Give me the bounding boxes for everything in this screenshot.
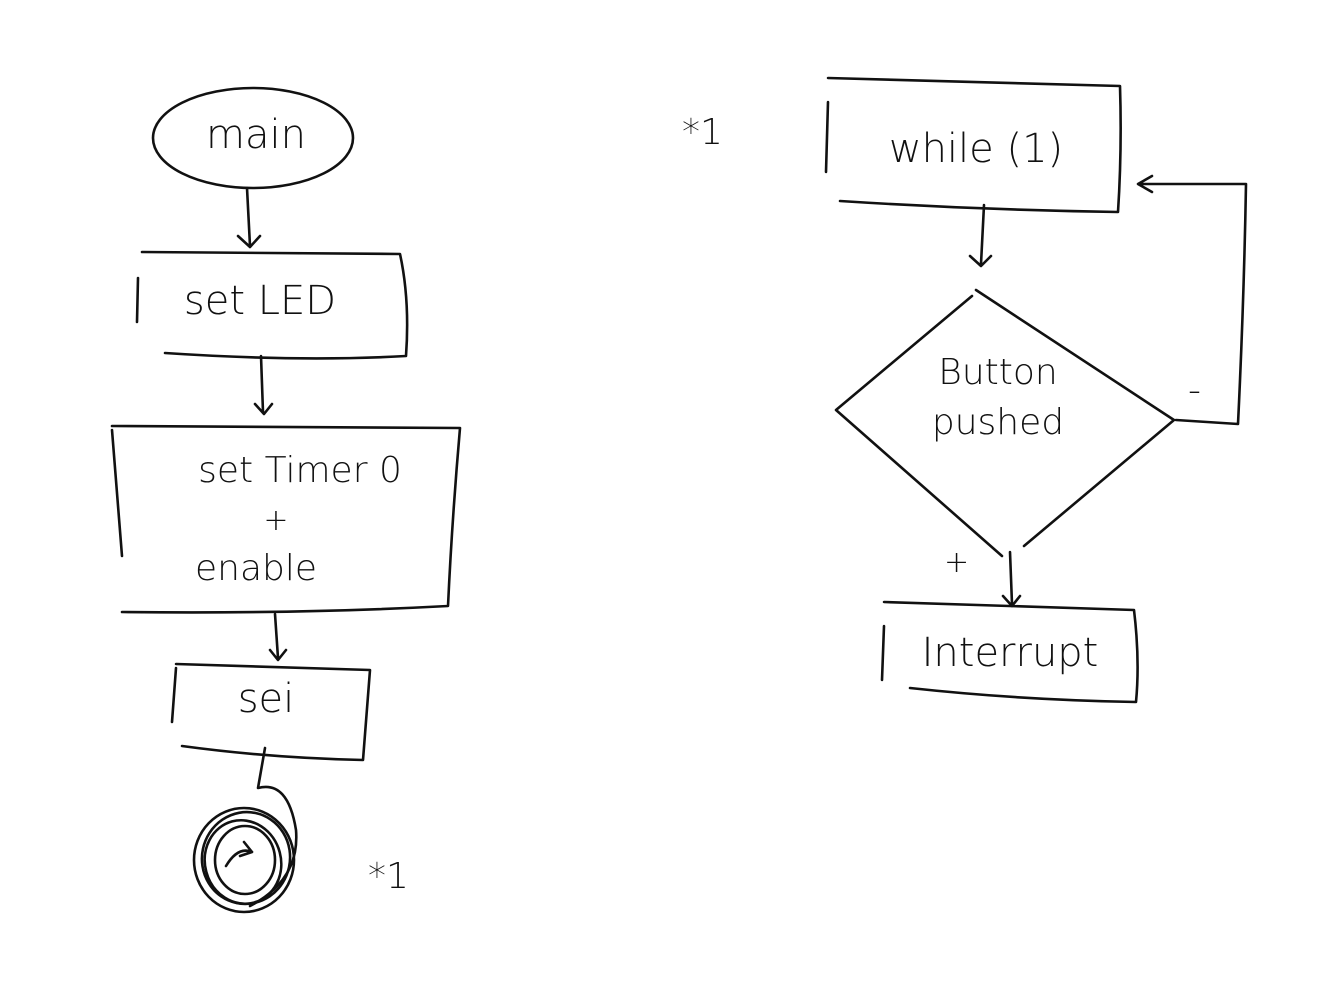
set-timer-plus: + <box>263 503 288 538</box>
interrupt-label: Interrupt <box>922 630 1099 676</box>
end-loop-scribble-icon <box>192 746 298 914</box>
sei-label: sei <box>238 676 295 722</box>
no-branch-label: - <box>1188 370 1201 411</box>
while-label: while (1) <box>889 126 1063 172</box>
arrow-while-to-decision <box>968 203 993 268</box>
arrow-yes-branch-to-interrupt <box>1001 550 1022 608</box>
set-led-label: set LED <box>184 278 336 324</box>
set-timer-label: set Timer 0 <box>198 450 402 491</box>
process-box-set-timer <box>110 424 462 614</box>
decision-diamond-button-pushed <box>834 288 1176 558</box>
decision-label-line2: pushed <box>932 402 1064 443</box>
start-node-main <box>151 86 355 190</box>
arrow-main-to-set-led <box>236 186 262 249</box>
arrow-timer-to-sei <box>268 612 288 662</box>
loop-start-marker: *1 <box>682 112 723 153</box>
process-box-set-led <box>135 250 409 360</box>
set-timer-enable: enable <box>195 548 317 589</box>
loop-box-while <box>824 76 1122 214</box>
decision-label-line1: Button <box>938 352 1057 393</box>
end-loop-marker: *1 <box>368 856 409 897</box>
yes-branch-label: + <box>944 545 969 580</box>
action-box-interrupt <box>880 600 1139 704</box>
arrow-set-led-to-timer <box>253 354 274 416</box>
start-label: main <box>206 112 306 158</box>
arrow-no-branch-loop-back <box>1136 174 1248 426</box>
process-box-sei <box>170 662 372 762</box>
